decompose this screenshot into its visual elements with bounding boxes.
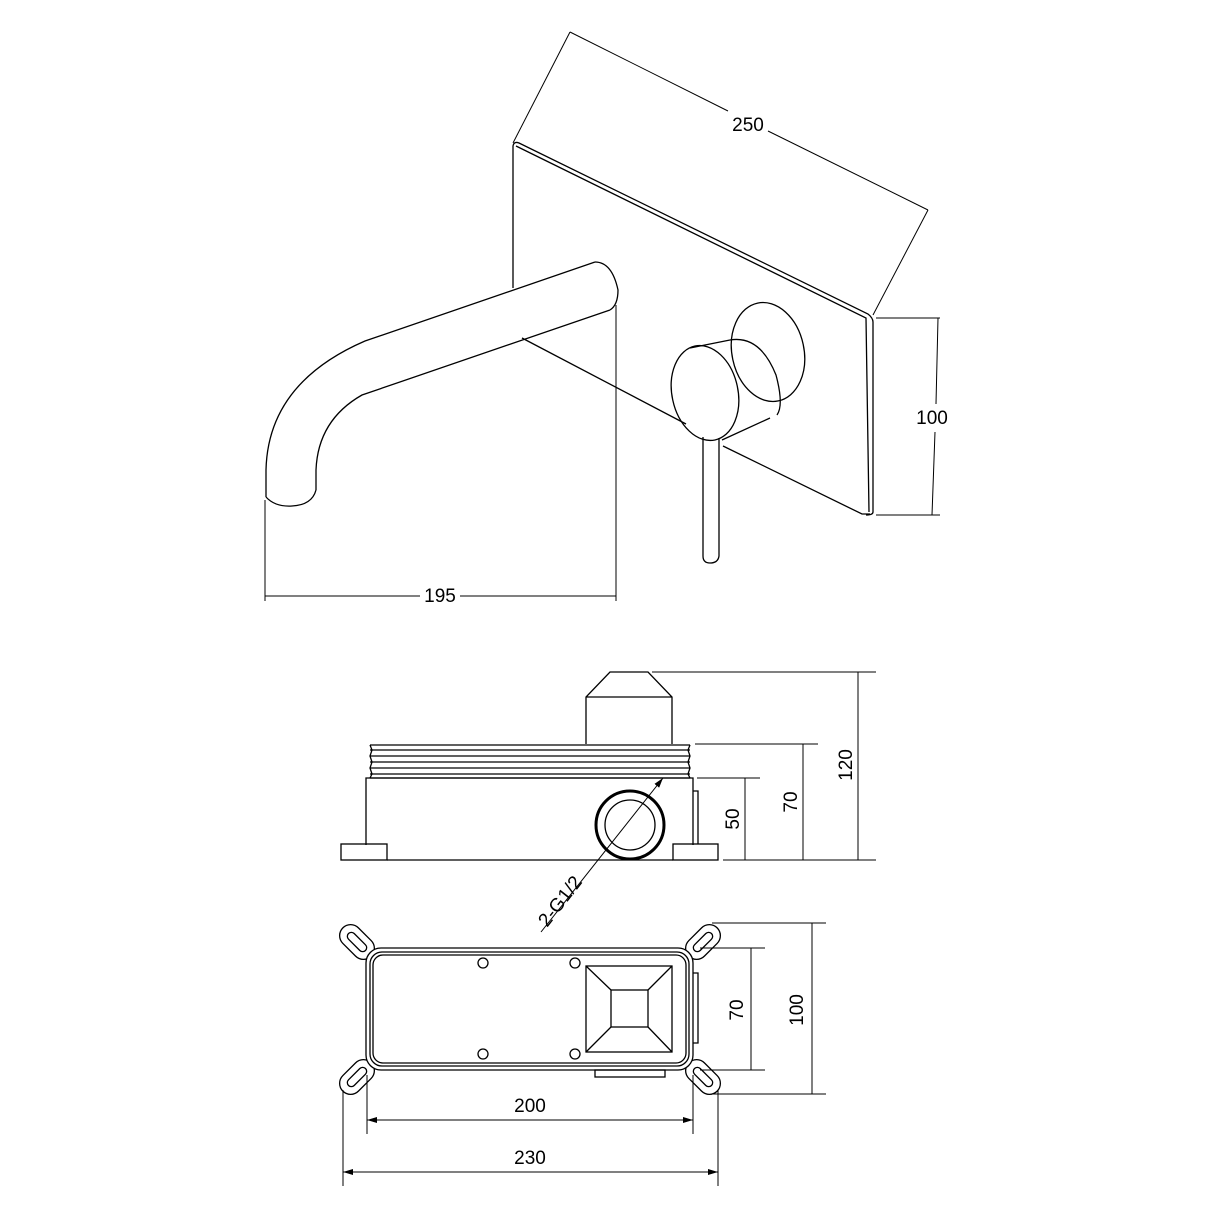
dim-label-230: 230 (514, 1148, 546, 1169)
dimension-100-front: 100 (712, 922, 826, 1095)
valve-side-view: 2-G1/2 120 70 50 (340, 671, 876, 933)
dim-label-70-front: 70 (727, 999, 748, 1020)
dim-label-inlet-thread: 2-G1/2 (535, 872, 587, 931)
dim-label-120: 120 (836, 749, 857, 781)
screw-hole (477, 957, 489, 969)
wall-plate (512, 141, 874, 516)
valve-body (365, 777, 694, 845)
dim-label-70-side: 70 (781, 791, 802, 812)
dim-label-50: 50 (723, 808, 744, 829)
handle (670, 301, 806, 564)
dimension-200: 200 (366, 1075, 694, 1134)
thread (369, 744, 691, 779)
dim-label-100-plate: 100 (916, 408, 948, 429)
cartridge-square (585, 965, 673, 1053)
cartridge-cap (585, 671, 673, 744)
dimension-100-plate: 100 (876, 317, 948, 516)
dimension-70-front: 70 (700, 947, 765, 1071)
left-foot (340, 843, 388, 861)
right-foot (672, 843, 719, 861)
dimension-120: 120 (652, 671, 876, 861)
dim-label-200: 200 (514, 1096, 546, 1117)
valve-front-view: 70 100 200 230 (338, 922, 826, 1186)
dimension-50: 50 (697, 777, 760, 860)
screw-hole (477, 1048, 489, 1060)
screw-hole (569, 957, 581, 969)
faucet-perspective-view: 250 100 195 (264, 31, 948, 607)
dim-label-195: 195 (424, 586, 456, 607)
spout (265, 261, 619, 507)
dimension-195: 195 (264, 305, 617, 607)
dimension-230: 230 (342, 1090, 719, 1186)
inlet-port: 2-G1/2 (535, 777, 666, 933)
dimension-70-side: 70 (695, 743, 818, 860)
dim-label-100-front: 100 (787, 994, 808, 1026)
screw-hole (569, 1048, 581, 1060)
dimension-250: 250 (512, 31, 929, 316)
dim-label-250: 250 (732, 115, 764, 136)
